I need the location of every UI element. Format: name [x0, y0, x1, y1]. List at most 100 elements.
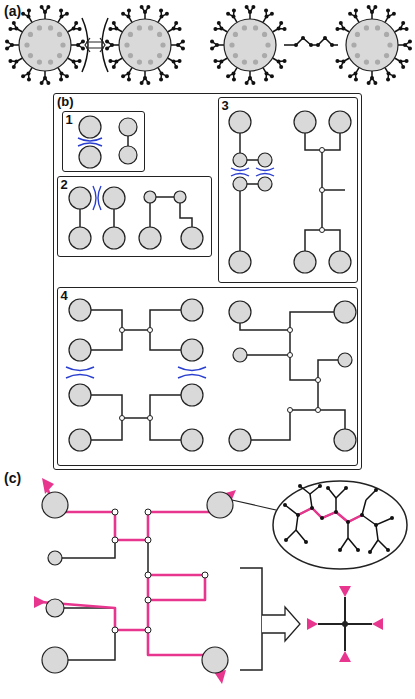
ligand-dot	[370, 10, 374, 14]
sub-panel: 2	[57, 176, 212, 257]
ligand-dot	[21, 74, 25, 78]
ligand-dot	[367, 5, 371, 9]
ligand-dot	[399, 60, 403, 64]
ligand-dot	[373, 81, 377, 85]
ligand-dot	[143, 76, 147, 80]
ligand-dot	[174, 21, 178, 25]
core-dot	[48, 60, 53, 65]
ligand-dot	[339, 21, 343, 25]
ligand-dot	[210, 40, 214, 44]
ligand-stroke	[142, 71, 149, 83]
core-dot	[137, 60, 142, 65]
ligand-dot	[178, 27, 182, 31]
ligand-stroke	[107, 42, 119, 49]
ligand-dot	[108, 59, 112, 63]
ligand-stroke	[247, 7, 254, 19]
ligand-stroke	[215, 58, 227, 67]
ligand-dot	[341, 27, 345, 31]
ligand-dot	[178, 59, 182, 63]
ligand-dot	[140, 81, 144, 85]
ligand-dot	[403, 43, 407, 47]
core-dot	[384, 53, 389, 58]
ligand-dot	[174, 65, 178, 69]
ligand-dot	[8, 27, 12, 31]
ligand-dot	[172, 27, 176, 31]
ligand-dot	[264, 8, 268, 12]
core-dot	[253, 60, 258, 65]
ligand-dot	[14, 60, 18, 64]
ligand-stroke	[171, 42, 183, 49]
ligand-stroke	[68, 23, 80, 32]
ligand-stroke	[263, 10, 272, 22]
ligand-dot	[27, 14, 31, 18]
ligand-dot	[72, 27, 76, 31]
ligand-dot	[248, 76, 252, 80]
ligand-dot	[270, 74, 274, 78]
core-dot	[37, 60, 42, 65]
ligand-stroke	[10, 23, 22, 32]
core-dot	[355, 32, 360, 37]
core-dot	[60, 42, 65, 47]
core-dot	[375, 60, 380, 65]
ligand-dot	[146, 5, 150, 9]
ligand-dot	[348, 74, 352, 78]
core-dot	[262, 32, 267, 37]
ligand-dot	[408, 46, 412, 50]
ligand-dot	[159, 78, 163, 82]
panel-number: 4	[61, 289, 68, 303]
ligand-dot	[60, 14, 64, 18]
ligand-stroke	[228, 10, 237, 22]
ligand-dot	[121, 74, 125, 78]
ligand-stroke	[158, 68, 167, 80]
ligand-dot	[5, 46, 9, 50]
core-dot	[265, 42, 270, 47]
ligand-dot	[386, 8, 390, 12]
core-dot	[364, 60, 369, 65]
ligand-dot	[112, 65, 116, 69]
core-dot	[375, 25, 380, 30]
ligand-dot	[210, 46, 214, 50]
ligand-stroke	[23, 10, 32, 22]
sub-panel: 3	[218, 97, 358, 283]
ligand-dot	[108, 27, 112, 31]
ligand-stroke	[71, 42, 83, 49]
ligand-dot	[277, 60, 281, 64]
core-dot	[148, 60, 153, 65]
ligand-dot	[354, 8, 358, 12]
panel-frame: (b)1234	[53, 93, 362, 470]
ligand-stroke	[385, 10, 394, 22]
ligand-dot	[373, 5, 377, 9]
panel-number: 3	[222, 99, 229, 113]
ligand-dot	[213, 27, 217, 31]
ligand-dot	[232, 78, 236, 82]
core-dot	[157, 32, 162, 37]
ligand-dot	[60, 72, 64, 76]
ligand-dot	[8, 59, 12, 63]
ligand-stroke	[247, 71, 254, 83]
ligand-stroke	[215, 23, 227, 32]
ligand-dot	[354, 72, 358, 76]
ligand-dot	[265, 14, 269, 18]
ligand-stroke	[123, 68, 132, 80]
ligand-dot	[165, 12, 169, 16]
core-dot	[137, 25, 142, 30]
core-dot	[355, 53, 360, 58]
ligand-stroke	[395, 58, 407, 67]
ligand-dot	[232, 8, 236, 12]
ligand-dot	[245, 81, 249, 85]
ligand-dot	[181, 46, 185, 50]
ligand-dot	[265, 72, 269, 76]
ligand-dot	[392, 12, 396, 16]
ligand-dot	[248, 10, 252, 14]
ligand-dot	[127, 14, 131, 18]
ligand-dot	[226, 12, 230, 16]
ligand-dot	[65, 12, 69, 16]
ligand-dot	[127, 78, 131, 82]
ligand-dot	[335, 27, 339, 31]
ligand-dot	[408, 40, 412, 44]
ligand-dot	[387, 72, 391, 76]
ligand-dot	[121, 12, 125, 16]
ligand-dot	[401, 21, 405, 25]
core-dot	[351, 42, 356, 47]
ligand-dot	[339, 65, 343, 69]
